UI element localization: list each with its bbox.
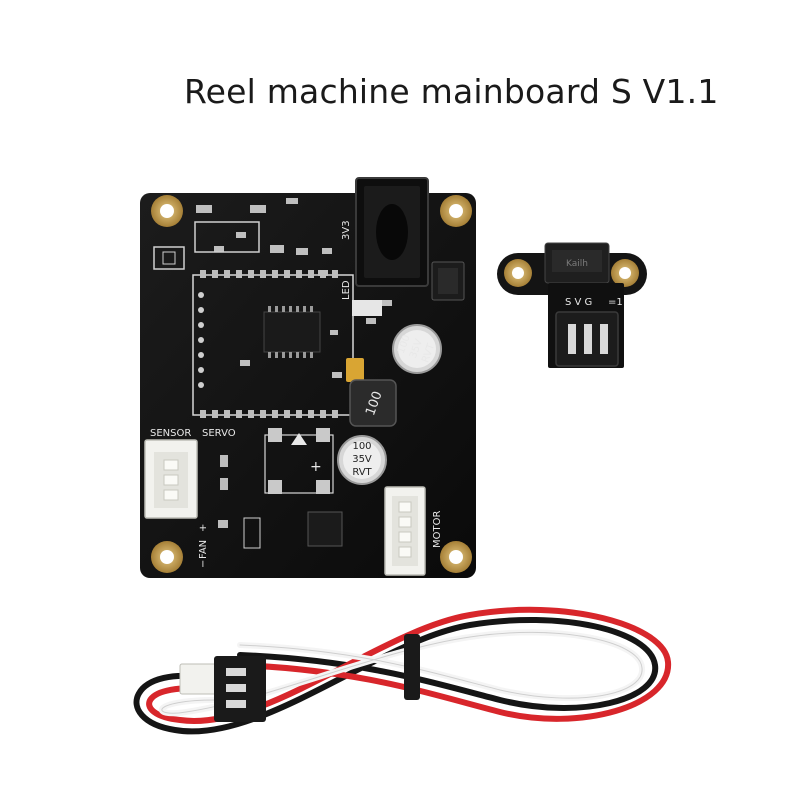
housing-brand-text: Kailh [566, 259, 588, 269]
usb-connector-outline [194, 221, 260, 253]
silk-fan-plus: + [198, 524, 209, 532]
capacitor-bottom-series: RVT [352, 467, 372, 478]
capacitor-bottom-value: 100 [352, 441, 371, 452]
cable-tie [404, 634, 420, 700]
power-switch-inner [438, 268, 458, 294]
main-ic-chip [263, 306, 321, 358]
logo-mark [162, 251, 176, 265]
mounting-hole-bottom-right [440, 541, 472, 573]
wireless-module [192, 270, 354, 418]
cable-connector-plug [179, 656, 266, 722]
motor-driver-ic [307, 511, 343, 547]
sensor-connector [144, 439, 198, 519]
silk-fan-label: FAN [198, 540, 209, 559]
fuse [352, 300, 382, 316]
motor-connector [384, 486, 426, 576]
electrolytic-capacitor-bottom: 100 35V RVT [337, 435, 387, 485]
electrolytic-capacitor-top: 100 35V RVT [392, 324, 442, 374]
capacitor-bottom-voltage: 35V [352, 454, 372, 465]
sensor-cable [133, 606, 672, 735]
bridge-area: + [264, 428, 334, 494]
sensor-pin-one-label: =1 [608, 297, 623, 308]
mounting-hole-top-left [151, 195, 183, 227]
mainboard-pcb: 100 35V RVT 100 100 35V RVT + [140, 177, 476, 578]
diode-outline [243, 517, 261, 549]
smd-resistor-a [220, 455, 228, 467]
smd-components [196, 198, 392, 378]
silk-led-label: LED [341, 280, 352, 300]
dc-power-jack [355, 177, 429, 287]
silk-sensor-label: SENSOR [150, 428, 191, 439]
logo-box [153, 246, 185, 270]
silk-fan-minus: − [198, 560, 209, 568]
page-title: Reel machine mainboard S V1.1 [184, 72, 719, 111]
power-inductor: 100 [349, 379, 397, 427]
tantalum-capacitor [346, 358, 364, 382]
silk-servo-label: SERVO [202, 428, 236, 439]
silk-fan-label-group: − FAN + [198, 524, 209, 568]
smd-resistor-c [218, 520, 228, 528]
sensor-pin-labels: S V G [565, 297, 592, 308]
triangle-marker-icon [291, 433, 307, 445]
silk-3v3-label: 3V3 [341, 220, 352, 240]
smd-resistor-b [220, 478, 228, 490]
endstop-sensor-module: Kailh S V G =1 [497, 242, 647, 368]
mounting-hole-top-right [440, 195, 472, 227]
mounting-hole-bottom-left [151, 541, 183, 573]
plus-marker: + [310, 459, 322, 475]
silk-motor-label: MOTOR [432, 511, 443, 548]
